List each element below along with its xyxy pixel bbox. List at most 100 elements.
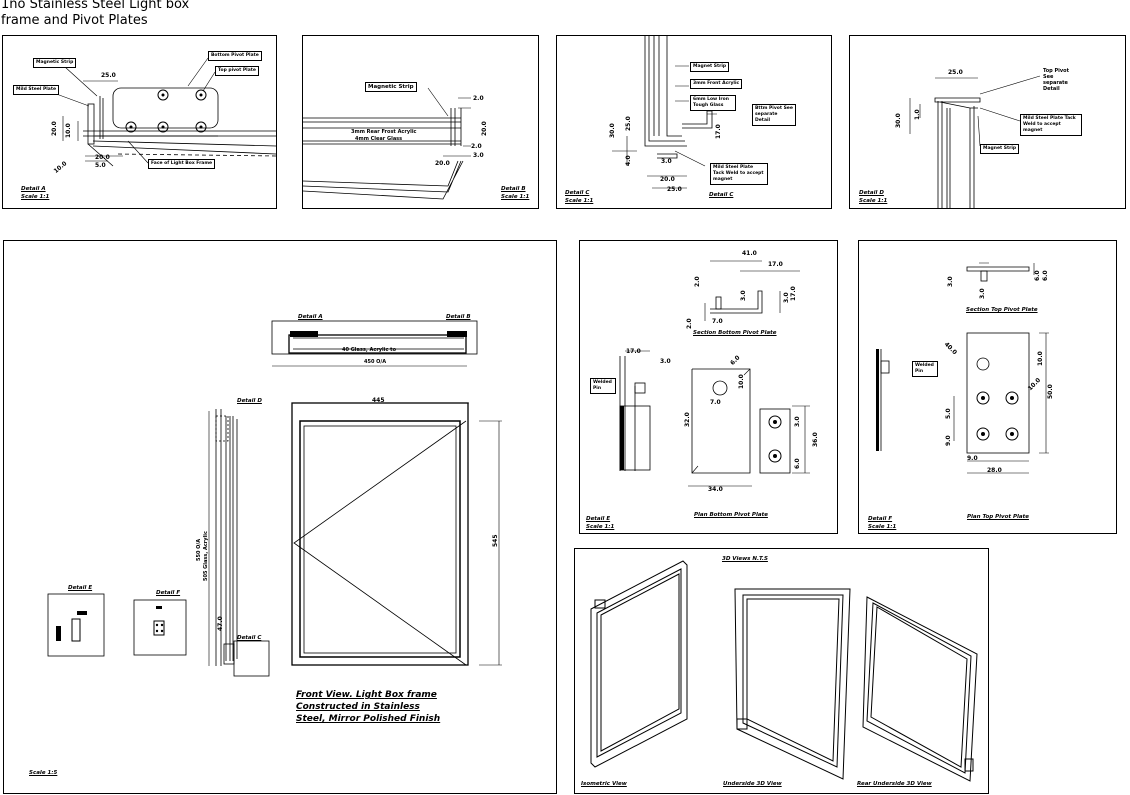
detail-f-dim-8: 50.0 — [1047, 384, 1054, 399]
detail-a-dim-4: 20.0 — [95, 154, 110, 161]
detail-e-welded-pin-label: Welded Pin — [590, 378, 616, 394]
detail-d-top-pivot-label: Top Pivot See separate Detail — [1043, 68, 1069, 92]
front-detail-d-tag: Detail D — [237, 398, 262, 404]
front-caption-line2: Constructed in Stainless — [296, 702, 420, 712]
views-3d-drawing — [590, 560, 978, 782]
detail-e-drawing — [619, 260, 810, 487]
detail-d-caption: Detail D — [859, 190, 884, 196]
detail-e-section-caption: Section Bottom Pivot Plate — [693, 330, 777, 336]
detail-e-scale: Scale 1:1 — [586, 524, 615, 530]
detail-e-dim-7: 7.0 — [712, 318, 723, 325]
drawing-title-line2: frame and Pivot Plates — [1, 13, 148, 28]
detail-a-dim-2: 20.0 — [51, 121, 58, 136]
front-side-small-dim: 47.0 — [217, 616, 224, 631]
detail-f-caption: Detail F — [868, 516, 893, 522]
detail-c-mild-steel-label: Mild Steel Plate Tack Weld to accept mag… — [710, 163, 768, 185]
views-3d-panel: 3D Views N.T.S Isometric View Underside … — [574, 548, 989, 794]
detail-f-drawing — [876, 262, 1049, 474]
detail-e-dim-15: 3.0 — [794, 416, 801, 427]
front-detail-c-tag: Detail C — [237, 635, 262, 641]
detail-b-acrylic-label: 3mm Rear Frost Acrylic — [351, 129, 417, 135]
detail-e-dim-9: 2.0 — [686, 318, 693, 329]
detail-a-caption: Detail A — [21, 186, 46, 192]
detail-e-dim-6: 17.0 — [790, 286, 797, 301]
isometric-caption: Isometric View — [581, 781, 627, 787]
detail-e-dim-5: 3.0 — [783, 292, 790, 303]
detail-b-glass-label: 4mm Clear Glass — [355, 136, 403, 142]
detail-e-plan-caption: Plan Bottom Pivot Plate — [694, 512, 768, 518]
detail-f-plan-caption: Plan Top Pivot Plate — [967, 514, 1029, 520]
detail-d-panel: Top Pivot See separate Detail Mild Steel… — [849, 35, 1126, 209]
front-side-dim-label: 550 O/A — [196, 538, 202, 561]
detail-a-dim-1: 25.0 — [101, 72, 116, 79]
front-side-sub-label: 505 Glass, Acrylic — [203, 531, 209, 581]
detail-f-dim-3: 6.0 — [1034, 270, 1041, 281]
detail-c-glass-label: 6mm Low Iron Tough Glass — [690, 95, 736, 111]
detail-c-dim-1: 30.0 — [609, 123, 616, 138]
detail-f-scale: Scale 1:1 — [868, 524, 897, 530]
detail-e-dim-18: 34.0 — [708, 486, 723, 493]
detail-f-dim-9: 5.0 — [945, 408, 952, 419]
detail-d-scale: Scale 1:1 — [859, 198, 888, 204]
detail-d-dim-1: 25.0 — [948, 69, 963, 76]
detail-b-scale: Scale 1:1 — [501, 194, 530, 200]
detail-b-dim-1: 2.0 — [473, 95, 484, 102]
detail-e-dim-10: 3.0 — [660, 358, 671, 365]
front-detail-b-tag: Detail B — [446, 314, 471, 320]
detail-d-magnet-label: Magnet Strip — [980, 144, 1020, 154]
detail-b-dim-3: 3.0 — [473, 152, 484, 159]
detail-a-top-pivot-label: Top pivot Plate — [215, 66, 259, 76]
detail-a-magnetic-strip-label: Magnetic Strip — [33, 58, 77, 68]
front-view-drawing — [47, 320, 502, 677]
front-view-panel: Detail A Detail B 40 Glass, Acrylic to 4… — [3, 240, 557, 794]
detail-a-bottom-pivot-label: Bottom Pivot Plate — [208, 51, 262, 61]
detail-b-dim-4: 20.0 — [435, 160, 450, 167]
detail-d-dim-2: 30.0 — [895, 113, 902, 128]
front-detail-e-tag: Detail E — [68, 585, 93, 591]
detail-e-dim-13: 10.0 — [738, 374, 745, 389]
detail-c-magnet-label: Magnet Strip — [690, 62, 730, 72]
detail-e-caption: Detail E — [586, 516, 611, 522]
detail-c-subcaption: Detail C — [709, 192, 734, 198]
detail-b-drawing — [303, 87, 471, 200]
rear-underside-caption: Rear Underside 3D View — [857, 781, 932, 787]
detail-b-dim-2: 20.0 — [481, 121, 488, 136]
front-detail-f-tag: Detail F — [156, 590, 181, 596]
detail-c-dim-2: 25.0 — [625, 116, 632, 131]
detail-e-dim-16: 36.0 — [812, 432, 819, 447]
detail-b-caption: Detail B — [501, 186, 526, 192]
detail-e-dim-1: 41.0 — [742, 250, 757, 257]
detail-c-dim-6: 20.0 — [660, 176, 675, 183]
detail-c-bottom-pivot-label: Bttm Pivot See separate Detail — [752, 104, 796, 126]
detail-c-scale: Scale 1:1 — [565, 198, 594, 204]
detail-f-panel: 3.0 3.0 6.0 6.0 Section Top Pivot Plate … — [858, 240, 1117, 534]
front-width-dim: 445 — [372, 397, 385, 404]
front-top-sub-label: 40 Glass, Acrylic to — [342, 347, 396, 353]
detail-c-drawing — [612, 36, 717, 189]
detail-c-dim-4: 3.0 — [661, 158, 672, 165]
detail-c-dim-7: 25.0 — [667, 186, 682, 193]
detail-a-face-label: Face of Light Box Frame — [148, 159, 216, 169]
detail-a-dim-3: 10.0 — [65, 123, 72, 138]
detail-a-scale: Scale 1:1 — [21, 194, 50, 200]
detail-a-drawing — [50, 57, 276, 167]
detail-d-mild-steel-label: Mild Steel Plate Tack Weld to accept mag… — [1020, 114, 1082, 136]
detail-d-dim-3: 1.0 — [914, 109, 921, 120]
drawing-title: 1no Stainless Steel Light box frame and … — [1, 0, 189, 29]
front-scale: Scale 1:5 — [29, 770, 58, 776]
detail-e-dim-14: 32.0 — [684, 412, 691, 427]
detail-e-dim-8: 17.0 — [626, 348, 641, 355]
detail-a-dim-5: 5.0 — [95, 162, 106, 169]
detail-f-dim-2: 3.0 — [979, 288, 986, 299]
detail-b-panel: Magnetic Strip 3mm Rear Frost Acrylic 4m… — [302, 35, 539, 209]
detail-f-dim-12: 28.0 — [987, 467, 1002, 474]
detail-e-dim-17: 6.0 — [794, 458, 801, 469]
detail-f-section-caption: Section Top Pivot Plate — [966, 307, 1038, 313]
detail-c-front-acrylic-label: 3mm Front Acrylic — [690, 79, 743, 89]
drawing-title-line1: 1no Stainless Steel Light box — [1, 0, 190, 12]
detail-b-dim-5: 2.0 — [471, 143, 482, 150]
detail-d-drawing — [909, 75, 1041, 208]
detail-f-welded-pin-label: Welded Pin — [912, 361, 938, 377]
detail-e-panel: 41.0 17.0 2.0 3.0 3.0 17.0 2.0 7.0 Secti… — [579, 240, 838, 534]
detail-f-dim-4: 6.0 — [1042, 270, 1049, 281]
